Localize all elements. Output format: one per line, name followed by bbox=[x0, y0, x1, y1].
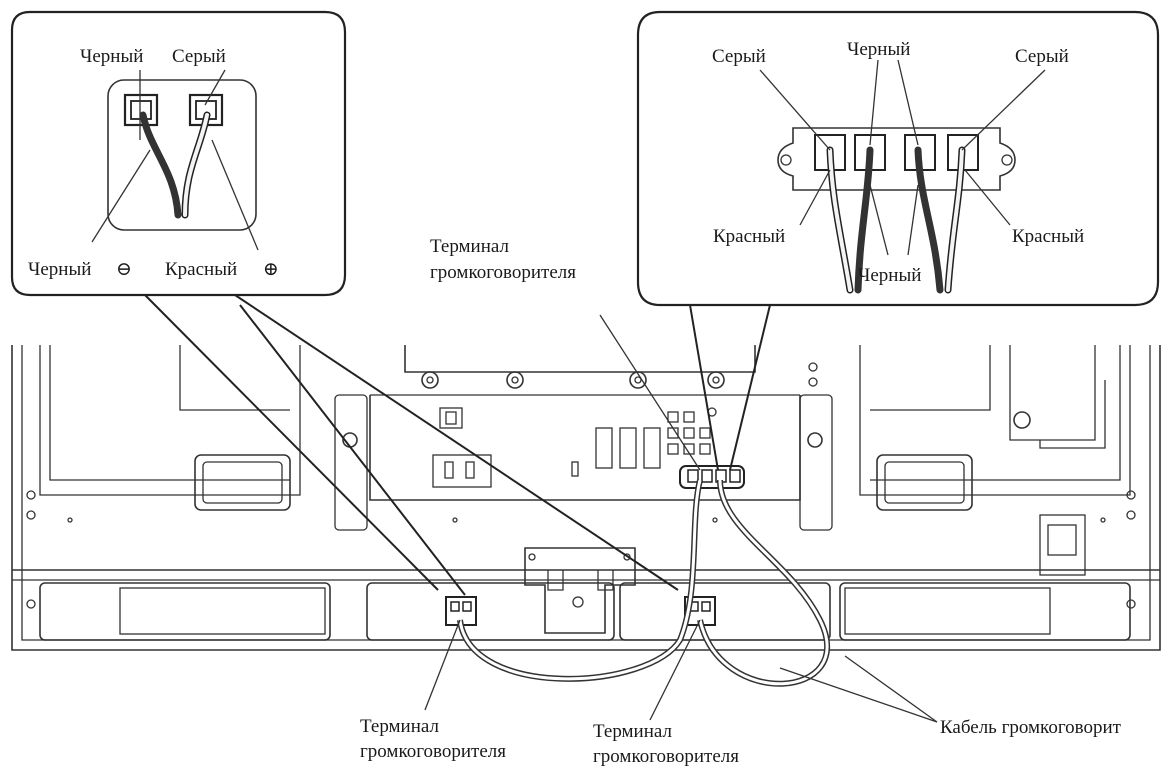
connector-jacks bbox=[432, 407, 717, 488]
right-label-grey-right: Серый bbox=[1015, 46, 1069, 67]
center-terminal-label-line2: громкоговорителя bbox=[430, 262, 576, 283]
screw-row bbox=[342, 362, 1031, 448]
left-label-grey: Серый bbox=[172, 46, 226, 67]
left-label-black: Черный bbox=[80, 46, 143, 67]
bottom-left-terminal-label-line1: Терминал bbox=[360, 716, 439, 737]
right-label-red-right: Красный bbox=[1012, 226, 1084, 247]
left-label-black-minus: Черный bbox=[28, 259, 91, 280]
tv-rear-panel bbox=[11, 345, 1161, 651]
right-inset-callout bbox=[636, 10, 1160, 471]
center-terminal-label-line1: Терминал bbox=[430, 236, 509, 257]
right-label-black-top: Черный bbox=[847, 39, 910, 60]
speaker-cables bbox=[457, 479, 831, 687]
right-label-grey-left: Серый bbox=[712, 46, 766, 67]
left-inset-callout bbox=[10, 10, 679, 596]
bottom-mid-terminal-label-line2: громкоговорителя bbox=[593, 746, 739, 767]
speaker-cable-label: Кабель громкоговорит bbox=[940, 717, 1122, 738]
plus-symbol-icon: ⊕ bbox=[263, 259, 279, 280]
center-speaker-terminal bbox=[679, 465, 745, 489]
minus-symbol-icon: ⊖ bbox=[116, 259, 132, 280]
left-label-red-plus: Красный bbox=[165, 259, 237, 280]
leader-lines bbox=[424, 314, 938, 723]
speaker-bar bbox=[12, 547, 1160, 641]
right-label-red-left: Красный bbox=[713, 226, 785, 247]
bottom-left-terminal-label-line2: громкоговорителя bbox=[360, 741, 506, 762]
right-label-black-bottom: Черный bbox=[858, 265, 921, 286]
bottom-mid-terminal-label-line1: Терминал bbox=[593, 721, 672, 742]
